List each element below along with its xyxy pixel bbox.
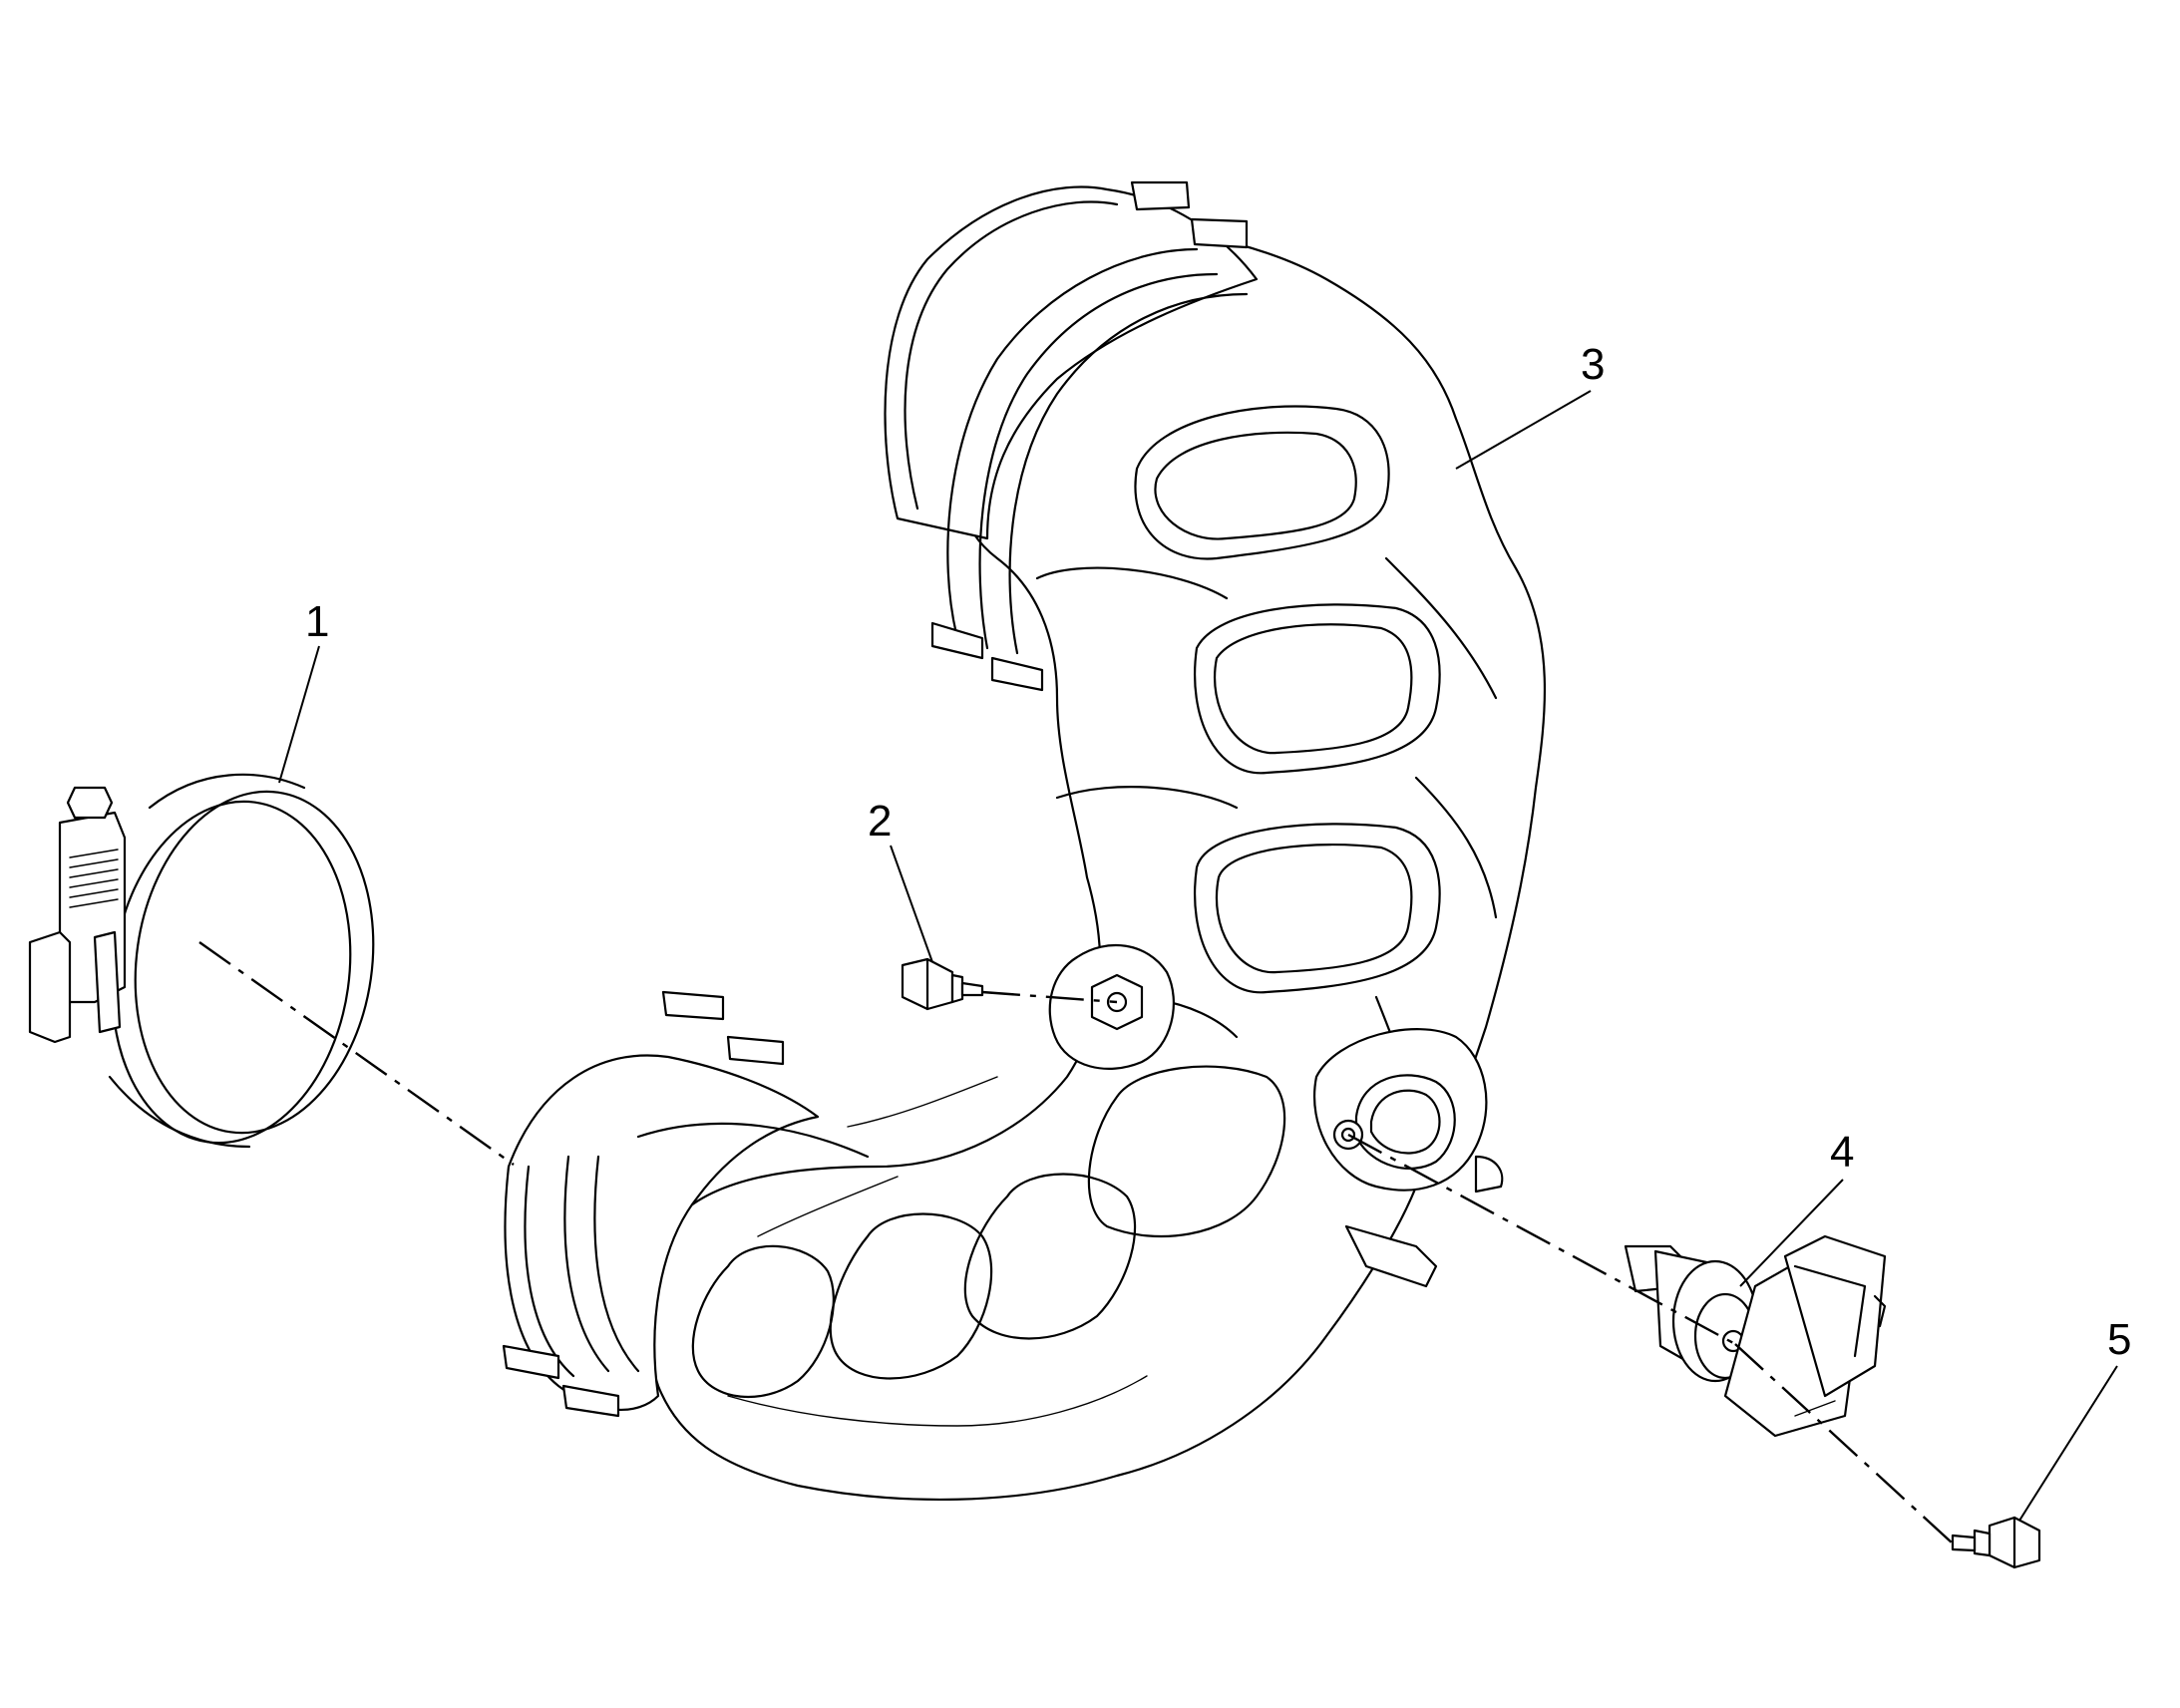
duct-bottom-tab	[1344, 1224, 1438, 1288]
air-sensor	[1624, 1234, 1887, 1438]
callout-5: 5	[2107, 1315, 2131, 1364]
callout-4: 4	[1830, 1128, 1854, 1177]
flange-bolt-lower	[1951, 1516, 2041, 1569]
assembly-axes	[198, 941, 1954, 1544]
callout-leaders	[278, 390, 2118, 1522]
duct-rib-panels	[691, 405, 1498, 1427]
callout-labels: 1 2 3 4 5	[305, 340, 2131, 1364]
callout-1: 1	[305, 597, 329, 646]
hose-clamp	[28, 773, 375, 1149]
lower-coupling-sleeve	[502, 990, 870, 1418]
callout-2: 2	[868, 797, 892, 846]
air-intake-duct	[502, 180, 1547, 1501]
callout-3: 3	[1581, 340, 1605, 389]
flange-bolt-upper	[901, 957, 984, 1011]
sensor-port-boss	[1313, 1028, 1504, 1194]
upper-mounting-boss	[1048, 943, 1175, 1070]
upper-coupling-sleeve	[884, 180, 1259, 692]
